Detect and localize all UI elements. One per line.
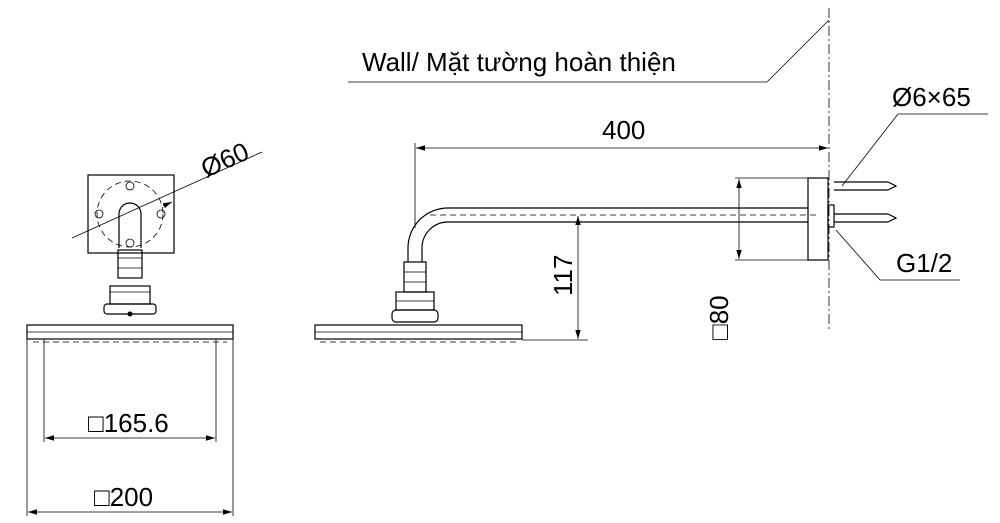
screw-hole-bottom [125, 238, 135, 248]
face-outer-label: □200 [94, 482, 153, 512]
shower-arm [407, 207, 808, 262]
screw-hole-top [125, 181, 135, 191]
flange-side [807, 177, 829, 261]
arm-length-label: 400 [602, 115, 645, 145]
flange-diameter-label: Ø60 [196, 136, 253, 183]
thread-label: G1/2 [896, 248, 952, 278]
nut-side-upper [403, 261, 427, 293]
nut-front-lower [109, 285, 151, 305]
screw-hole-right [156, 209, 166, 219]
wall-label: Wall/ Mặt tường hoàn thiện [362, 47, 676, 77]
flange-square-label: □80 [704, 295, 734, 340]
arm-front [118, 202, 142, 248]
front-view: Ø60 □165.6 □200 [26, 136, 263, 516]
screw-anchors [834, 181, 898, 223]
screw-label: Ø6×65 [892, 82, 971, 112]
nut-front-upper [117, 249, 143, 279]
side-view: Wall/ Mặt tường hoàn thiện 400 □80 Ø6×65 [314, 8, 988, 343]
flange-plate-front [87, 174, 175, 254]
screw-hole-left [94, 209, 104, 219]
drop-height-label: 117 [548, 255, 578, 296]
face-inner-label: □165.6 [88, 408, 169, 438]
flange-circle [96, 180, 164, 248]
